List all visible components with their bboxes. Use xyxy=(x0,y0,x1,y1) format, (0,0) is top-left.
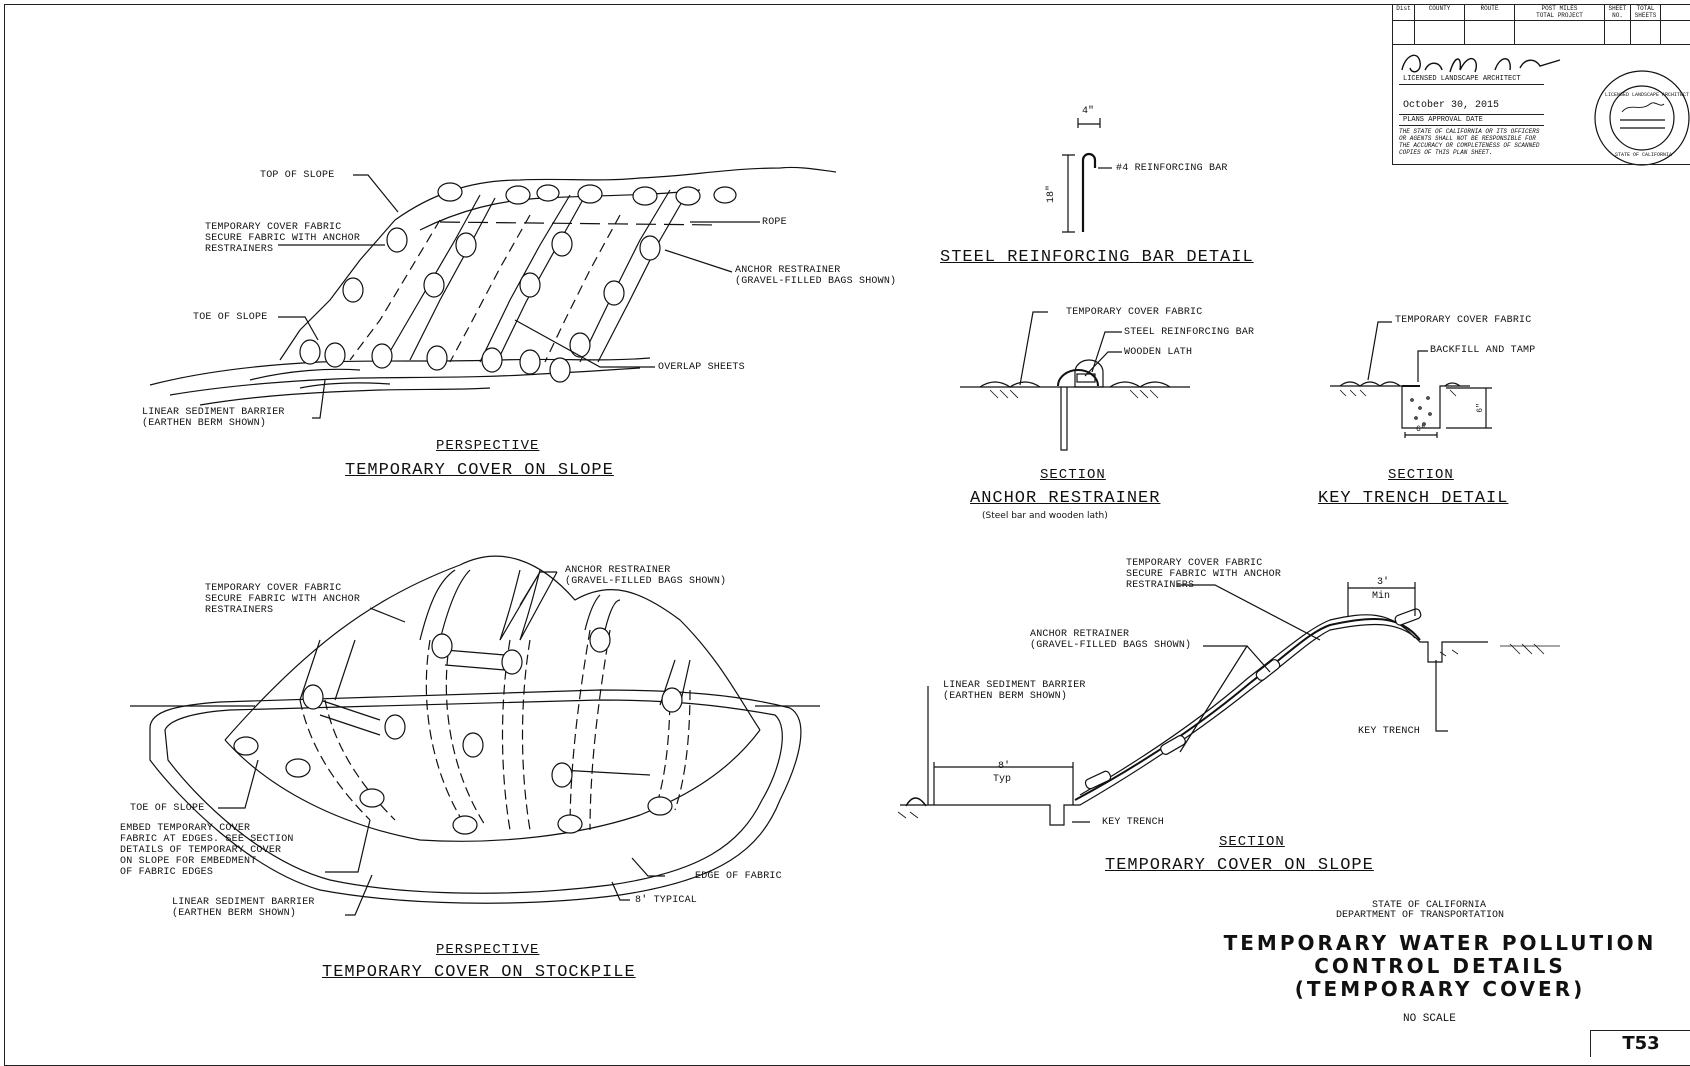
label-stockpile-fabric: TEMPORARY COVER FABRIC SECURE FABRIC WIT… xyxy=(205,583,361,616)
label-top-of-slope: TOP OF SLOPE xyxy=(260,170,335,181)
label-slope-barrier: LINEAR SEDIMENT BARRIER (EARTHEN BERM SH… xyxy=(142,407,285,429)
label-key-trench-fabric: TEMPORARY COVER FABRIC xyxy=(1395,315,1532,326)
title-block-value-row xyxy=(1393,20,1690,45)
slope-perspective-drawing xyxy=(149,166,837,419)
agency-line-1: STATE OF CALIFORNIA xyxy=(1372,900,1487,911)
label-key-trench-upper: KEY TRENCH xyxy=(1358,726,1421,737)
section-slope-caption-top: SECTION xyxy=(1219,834,1285,850)
anchor-section-drawing xyxy=(960,311,1190,451)
header-total-sheets: TOTAL SHEETS xyxy=(1631,4,1661,20)
section-dim-3: 3' xyxy=(1377,577,1390,588)
label-key-trench-lower: KEY TRENCH xyxy=(1102,817,1165,828)
label-section-anchor: ANCHOR RETRAINER (GRAVEL-FILLED BAGS SHO… xyxy=(1030,629,1192,651)
header-route: ROUTE xyxy=(1465,4,1515,20)
title-block-header-row: Dist COUNTY ROUTE POST MILES TOTAL PROJE… xyxy=(1393,4,1690,21)
agency-line-2: DEPARTMENT OF TRANSPORTATION xyxy=(1336,910,1505,921)
header-dist: Dist xyxy=(1393,4,1415,20)
stockpile-caption-top: PERSPECTIVE xyxy=(436,942,540,958)
disclaimer: THE STATE OF CALIFORNIA OR ITS OFFICERS … xyxy=(1399,128,1540,156)
license-seal xyxy=(1594,70,1690,166)
title-block: Dist COUNTY ROUTE POST MILES TOTAL PROJE… xyxy=(1392,4,1690,165)
label-stockpile-barrier: LINEAR SEDIMENT BARRIER (EARTHEN BERM SH… xyxy=(172,897,315,919)
scale-note: NO SCALE xyxy=(1403,1013,1456,1025)
label-edge-of-fabric: EDGE OF FABRIC xyxy=(695,871,782,882)
label-embed: EMBED TEMPORARY COVER FABRIC AT EDGES. S… xyxy=(120,823,294,878)
label-anchor-bar: STEEL REINFORCING BAR xyxy=(1124,327,1255,338)
sheet-title-line-2: CONTROL DETAILS xyxy=(1314,954,1566,978)
key-trench-dim-height: 6" xyxy=(1475,403,1485,413)
anchor-caption-sub: (Steel bar and wooden lath) xyxy=(982,511,1108,521)
architect-label: LICENSED LANDSCAPE ARCHITECT xyxy=(1403,75,1521,83)
label-rope: ROPE xyxy=(762,217,787,228)
label-backfill: BACKFILL AND TAMP xyxy=(1430,345,1536,356)
approval-label: PLANS APPROVAL DATE xyxy=(1403,116,1483,124)
slope-section-drawing xyxy=(897,582,1560,826)
seal-text: LICENSED LANDSCAPE ARCHITECT xyxy=(1605,92,1690,98)
rebar-detail-drawing xyxy=(1062,118,1112,233)
anchor-caption: ANCHOR RESTRAINER xyxy=(970,489,1161,508)
label-stockpile-anchor: ANCHOR RESTRAINER (GRAVEL-FILLED BAGS SH… xyxy=(565,565,727,587)
label-section-fabric: TEMPORARY COVER FABRIC SECURE FABRIC WIT… xyxy=(1126,558,1282,591)
key-trench-caption: KEY TRENCH DETAIL xyxy=(1318,489,1509,508)
label-slope-anchor: ANCHOR RESTRAINER (GRAVEL-FILLED BAGS SH… xyxy=(735,265,897,287)
signature xyxy=(1401,54,1561,73)
label-slope-fabric: TEMPORARY COVER FABRIC SECURE FABRIC WIT… xyxy=(205,222,361,255)
sheet-title-line-3: (TEMPORARY COVER) xyxy=(1294,977,1586,1001)
label-toe-of-slope: TOE OF SLOPE xyxy=(193,312,268,323)
label-section-barrier: LINEAR SEDIMENT BARRIER (EARTHEN BERM SH… xyxy=(943,680,1086,702)
slope-caption: TEMPORARY COVER ON SLOPE xyxy=(345,461,614,480)
label-reinforcing-bar: #4 REINFORCING BAR xyxy=(1116,163,1228,174)
header-sheet-no: SHEET NO. xyxy=(1605,4,1631,20)
anchor-caption-top: SECTION xyxy=(1040,467,1106,483)
slope-caption-top: PERSPECTIVE xyxy=(436,438,540,454)
section-dim-typ: Typ xyxy=(993,774,1012,785)
label-anchor-fabric: TEMPORARY COVER FABRIC xyxy=(1066,307,1203,318)
sheet-id: T53 xyxy=(1590,1030,1690,1057)
header-post-miles: POST MILES TOTAL PROJECT xyxy=(1515,4,1605,20)
seal-bottom: STATE OF CALIFORNIA xyxy=(1615,152,1673,158)
section-slope-caption: TEMPORARY COVER ON SLOPE xyxy=(1105,856,1374,875)
rebar-dim-18: 18" xyxy=(1046,184,1058,204)
stockpile-caption: TEMPORARY COVER ON STOCKPILE xyxy=(322,963,636,982)
key-trench-drawing xyxy=(1330,321,1492,438)
label-wooden-lath: WOODEN LATH xyxy=(1124,347,1193,358)
section-dim-min: Min xyxy=(1372,591,1391,602)
rebar-caption: STEEL REINFORCING BAR DETAIL xyxy=(940,248,1254,267)
stockpile-perspective-drawing xyxy=(130,555,820,916)
key-trench-dim-width: 6" xyxy=(1416,425,1426,434)
sheet-title-line-1: TEMPORARY WATER POLLUTION xyxy=(1223,931,1657,955)
header-county: COUNTY xyxy=(1415,4,1465,20)
section-dim-8: 8' xyxy=(998,761,1011,772)
approval-date: October 30, 2015 xyxy=(1403,100,1500,111)
key-trench-caption-top: SECTION xyxy=(1388,467,1454,483)
label-stockpile-toe: TOE OF SLOPE xyxy=(130,803,205,814)
rebar-dim-4: 4" xyxy=(1082,106,1095,117)
label-8-typical: 8' TYPICAL xyxy=(635,895,698,906)
label-overlap-sheets: OVERLAP SHEETS xyxy=(658,362,745,373)
